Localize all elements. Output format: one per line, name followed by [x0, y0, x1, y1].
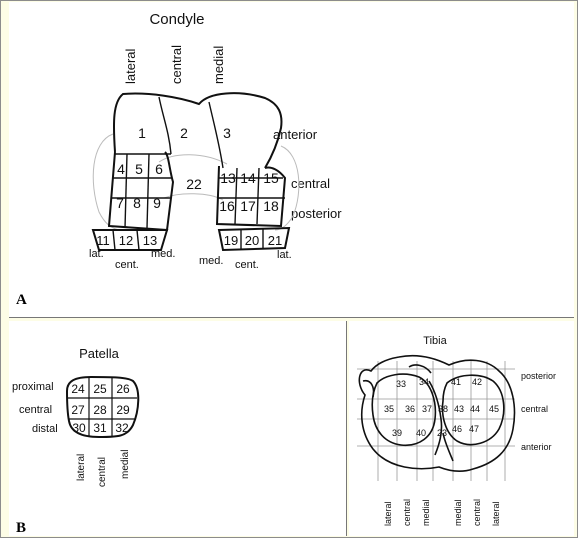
region-25: 25 [93, 382, 107, 396]
region-35: 35 [384, 404, 394, 414]
tibia-title: Tibia [423, 335, 447, 347]
tibia-col-central-right: central [472, 499, 482, 526]
region-45: 45 [489, 404, 499, 414]
region-47: 47 [469, 424, 479, 434]
region-39: 39 [392, 428, 402, 438]
region-43: 43 [454, 404, 464, 414]
region-30: 30 [72, 421, 86, 435]
region-34: 34 [419, 377, 429, 387]
region-2: 2 [180, 125, 188, 141]
region-32: 32 [115, 421, 129, 435]
region-13-central: 13 [220, 170, 236, 186]
region-13-posterior: 13 [143, 233, 157, 248]
bottom-label-cent-left: cent. [115, 259, 139, 271]
tibia-col-lateral-left: lateral [383, 501, 393, 526]
region-18: 18 [263, 198, 279, 214]
region-42: 42 [472, 377, 482, 387]
patella-region-numbers: 24 25 26 27 28 29 30 31 32 [71, 382, 130, 435]
condyle-diagram: Condyle lateral central medial anterior … [9, 2, 574, 317]
tibia-region-numbers: 33 34 41 42 35 36 37 38 43 44 45 39 40 2… [384, 377, 499, 438]
tibia-row-posterior: posterior [521, 371, 556, 381]
region-26: 26 [116, 382, 130, 396]
region-14: 14 [240, 170, 256, 186]
panel-a-condyle: Condyle lateral central medial anterior … [9, 2, 574, 318]
patella-title: Patella [79, 346, 120, 361]
region-27: 27 [71, 403, 85, 417]
region-1: 1 [138, 125, 146, 141]
tibia-column-labels: lateral central medial medial central la… [383, 499, 501, 526]
region-7: 7 [116, 195, 124, 211]
patella-column-labels: lateral central medial [76, 450, 131, 487]
region-22: 22 [186, 176, 202, 192]
patella-col-lateral: lateral [76, 454, 87, 481]
panel-b-patella: Patella proximal central distal 24 25 26… [9, 321, 347, 536]
condyle-bottom-labels: lat. cent. med. med. cent. lat. [89, 248, 292, 271]
col-label-medial: medial [211, 46, 226, 84]
patella-row-distal: distal [32, 423, 58, 435]
region-24: 24 [71, 382, 85, 396]
row-label-central: central [291, 176, 330, 191]
region-46: 46 [452, 424, 462, 434]
tibia-row-labels: posterior central anterior [521, 371, 556, 452]
region-41: 41 [451, 377, 461, 387]
tibia-diagram: Tibia 33 34 [349, 321, 574, 536]
patella-col-central: central [97, 457, 108, 487]
patella-row-proximal: proximal [12, 381, 54, 393]
region-15: 15 [263, 170, 279, 186]
region-40: 40 [416, 428, 426, 438]
region-44: 44 [470, 404, 480, 414]
bottom-label-med-right: med. [199, 255, 223, 267]
region-3: 3 [223, 125, 231, 141]
bottom-label-lat-right: lat. [277, 249, 292, 261]
region-5: 5 [135, 161, 143, 177]
region-6: 6 [155, 161, 163, 177]
row-label-posterior: posterior [291, 206, 342, 221]
region-17: 17 [240, 198, 256, 214]
patella-col-medial: medial [120, 450, 131, 479]
region-9: 9 [153, 195, 161, 211]
tibia-grid-lines [357, 361, 515, 481]
bottom-label-lat-left: lat. [89, 248, 104, 260]
patella-diagram: Patella proximal central distal 24 25 26… [9, 321, 346, 536]
region-31: 31 [93, 421, 107, 435]
panel-a-letter: A [16, 292, 27, 309]
col-label-lateral: lateral [123, 48, 138, 84]
region-19: 19 [224, 233, 238, 248]
region-11: 11 [96, 233, 110, 248]
region-16: 16 [219, 198, 235, 214]
tibia-col-medial-right: medial [453, 499, 463, 526]
region-21: 21 [268, 233, 282, 248]
col-label-central: central [169, 45, 184, 84]
region-36: 36 [405, 404, 415, 414]
tibia-col-central-left: central [402, 499, 412, 526]
panel-b-letter: B [16, 520, 26, 537]
region-28: 28 [93, 403, 107, 417]
tibia-col-medial-left: medial [421, 499, 431, 526]
region-37: 37 [422, 404, 432, 414]
region-38: 38 [438, 404, 448, 414]
region-20: 20 [245, 233, 259, 248]
region-8: 8 [133, 195, 141, 211]
region-29: 29 [116, 403, 130, 417]
patella-row-central: central [19, 404, 52, 416]
condyle-title: Condyle [149, 11, 204, 28]
bottom-label-med-left: med. [151, 248, 175, 260]
tibia-row-central: central [521, 404, 548, 414]
bottom-label-cent-right: cent. [235, 259, 259, 271]
region-33: 33 [396, 379, 406, 389]
tibia-row-anterior: anterior [521, 442, 552, 452]
panel-c-tibia: Tibia 33 34 [349, 321, 574, 536]
region-23: 23 [437, 428, 447, 438]
region-12: 12 [119, 233, 133, 248]
region-4: 4 [117, 161, 125, 177]
tibia-col-lateral-right: lateral [491, 501, 501, 526]
